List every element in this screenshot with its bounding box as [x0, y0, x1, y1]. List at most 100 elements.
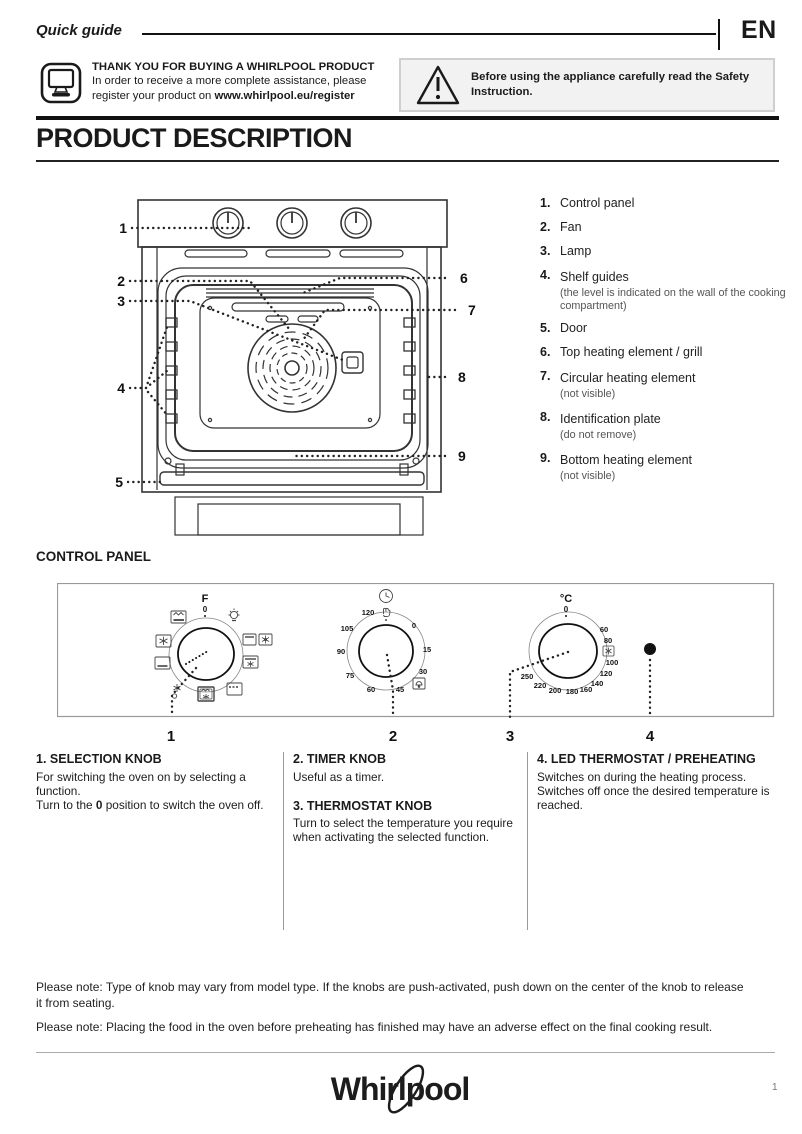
thank-you-line2: register your product on www.whirlpool.e… — [92, 89, 355, 102]
column-divider — [527, 752, 528, 930]
section-title: PRODUCT DESCRIPTION — [36, 123, 353, 153]
svg-text:90: 90 — [337, 647, 345, 656]
oven-control-strip — [137, 199, 448, 248]
callout-7: 7 — [468, 302, 476, 318]
callout-8: 8 — [458, 369, 466, 385]
list-item: 1.Control panel — [540, 196, 635, 210]
bottom-heat-icon — [154, 656, 171, 670]
svg-text:180: 180 — [566, 687, 579, 696]
callout-1: 1 — [119, 220, 127, 236]
list-item: 2.Fan — [540, 220, 582, 234]
control-panel-box — [57, 583, 775, 718]
thermostat-ticks: 60 80 100 120 140 160 180 200 220 250 — [521, 625, 619, 696]
section-rule-bottom — [36, 160, 779, 162]
led-body: Switches on during the heating process. … — [537, 769, 770, 812]
list-item: 5.Door — [540, 321, 588, 336]
list-item: 3.Lamp — [540, 244, 592, 258]
note-knob-type: Please note: Type of knob may vary from … — [36, 980, 744, 1010]
top-heat-icon — [242, 633, 257, 646]
language-badge: EN — [741, 16, 777, 44]
svg-text:60: 60 — [367, 685, 375, 694]
oven-back-panel — [199, 297, 381, 429]
timer-knob-heading: 2. TIMER KNOB — [293, 752, 387, 766]
oven-cavity — [174, 284, 413, 452]
svg-text:45: 45 — [396, 685, 404, 694]
parts-list: 1.Control panel 2.Fan 3.Lamp 4. Shelf gu… — [540, 196, 792, 492]
thermostat-knob: °C 0 60 80 100 120 140 160 180 200 220 2… — [508, 593, 619, 719]
svg-text:105: 105 — [341, 624, 354, 633]
oven-body — [141, 246, 442, 493]
list-item: 7. Circular heating element (not visible… — [540, 369, 696, 401]
callout-6: 6 — [460, 270, 468, 286]
oven-door-frame — [157, 267, 429, 469]
selection-knob-heading: 1. SELECTION KNOB — [36, 752, 162, 766]
knob-label-1: 1 — [167, 728, 175, 745]
knob-number-labels: 1 2 3 4 — [167, 728, 655, 745]
knob-label-4: 4 — [646, 728, 655, 745]
safety-warning-box: Before using the appliance carefully rea… — [399, 58, 775, 112]
bell-icon — [412, 677, 426, 690]
svg-text:75: 75 — [346, 671, 354, 680]
selection-knob: F 0 — [154, 593, 273, 719]
doc-type-title: Quick guide — [36, 22, 122, 39]
whirlpool-logo-swash — [387, 1064, 425, 1114]
whirlpool-logo: Whirlpool — [331, 1064, 470, 1114]
fan-tick-icon — [602, 645, 615, 657]
callout-9: 9 — [458, 448, 466, 464]
led-description: 4. LED THERMOSTAT / PREHEATING Switches … — [537, 752, 775, 822]
defrost-icon — [155, 634, 172, 648]
thank-you-text: THANK YOU FOR BUYING A WHIRLPOOL PRODUCT… — [92, 60, 402, 103]
thermostat-zero: 0 — [564, 605, 569, 614]
control-panel-title: CONTROL PANEL — [36, 549, 152, 564]
diagram-callout-numbers: 1 2 3 4 5 6 7 8 9 — [115, 220, 476, 490]
timer-thermostat-description: 2. TIMER KNOB Useful as a timer. 3. THER… — [293, 752, 519, 855]
selection-knob-zero: 0 — [203, 605, 208, 614]
led-indicator — [644, 643, 656, 719]
selection-knob-label: F — [202, 593, 209, 605]
selection-knob-description: 1. SELECTION KNOB For switching the oven… — [36, 752, 276, 822]
svg-text:100: 100 — [606, 658, 619, 667]
led-heading: 4. LED THERMOSTAT / PREHEATING — [537, 752, 756, 766]
svg-text:80: 80 — [604, 636, 612, 645]
lamp — [341, 351, 364, 374]
shelf-guides — [165, 317, 416, 424]
timer-knob: 0 15 30 45 60 75 90 105 120 — [337, 589, 431, 719]
clock-icon — [379, 589, 393, 603]
svg-text:250: 250 — [521, 672, 534, 681]
fan-top-icon — [242, 655, 259, 669]
list-item: 9. Bottom heating element (not visible) — [540, 450, 693, 482]
callout-leaders — [126, 226, 457, 484]
svg-text:200: 200 — [549, 686, 562, 695]
thermostat-knob-heading: 3. THERMOSTAT KNOB — [293, 798, 433, 813]
list-item: 8. Identification plate (do not remove) — [540, 410, 661, 442]
column-divider — [283, 752, 284, 930]
top-heating-element — [206, 288, 374, 323]
svg-text:140: 140 — [591, 679, 604, 688]
note-preheating: Please note: Placing the food in the ove… — [36, 1020, 713, 1035]
header-divider — [718, 19, 720, 50]
register-url: www.whirlpool.eu/register — [214, 89, 355, 102]
fan — [247, 323, 337, 413]
list-item: 6.Top heating element / grill — [540, 345, 703, 360]
whirlpool-logo-text: Whirlpool — [331, 1071, 470, 1107]
grill-icon — [226, 682, 243, 696]
knob-label-2: 2 — [389, 728, 397, 745]
thermostat-unit: °C — [560, 593, 572, 605]
safety-warning-text: Before using the appliance carefully rea… — [471, 71, 750, 98]
callout-2: 2 — [117, 273, 125, 289]
footer-rule — [36, 1052, 775, 1053]
control-panel-diagram: F 0 — [57, 583, 775, 745]
svg-text:120: 120 — [600, 669, 613, 678]
hand-icon — [383, 607, 391, 618]
oven-diagram: 1 2 3 4 5 6 7 8 9 — [115, 199, 476, 536]
register-monitor-icon — [40, 62, 82, 104]
svg-text:30: 30 — [419, 667, 427, 676]
oven-strip-knobs — [212, 207, 372, 239]
svg-text:60: 60 — [600, 625, 608, 634]
callout-5: 5 — [115, 474, 123, 490]
selection-knob-body: For switching the oven on by selecting a… — [36, 769, 264, 812]
oven-door-bottom — [159, 457, 425, 486]
svg-text:160: 160 — [580, 685, 593, 694]
fan-lamp-icon — [171, 684, 181, 699]
